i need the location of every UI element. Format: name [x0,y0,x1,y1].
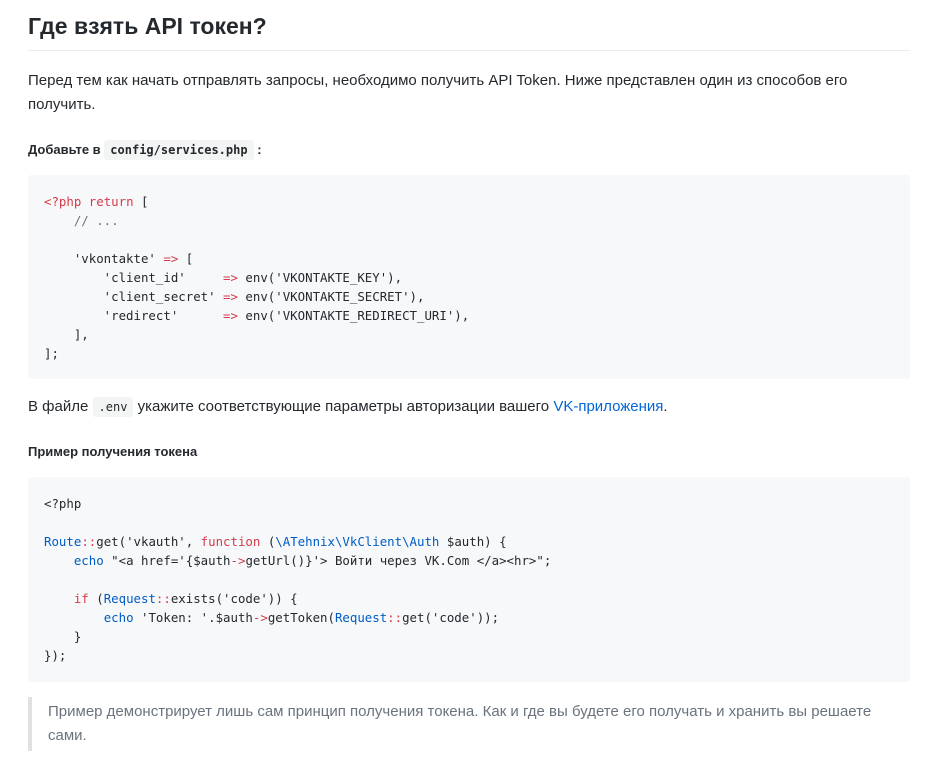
code1-l4a: 'vkontakte' [44,250,156,266]
code1-l8: ], [44,326,89,342]
env-paragraph: В файле .env укажите соответствующие пар… [28,395,910,419]
code2-l3b: :: [81,533,97,549]
code1-l9: ]; [44,345,59,361]
page-title: Где взять API токен? [28,0,910,51]
code1-l1b: return [88,193,134,209]
code2-l7h: get('code')); [402,609,500,625]
code1-l5b: => [223,269,238,285]
code1-l7c: env('VKONTAKTE_REDIRECT_URI'), [237,307,470,323]
code2-l6e: :: [155,590,171,606]
code2-l7c: 'Token: '.$auth [133,609,253,625]
code2-l6d: Request [103,590,156,606]
code2-l8: } [44,628,82,644]
vk-app-link[interactable]: VK-приложения [553,397,664,415]
code1-l4c: [ [185,250,194,266]
code2-l6a [44,591,74,606]
code2-l7a [44,610,104,625]
code2-l7g: :: [387,609,403,625]
code1-l7a: 'redirect' [44,307,224,323]
env-suffix: . [663,397,668,415]
code2-l3e: ( [260,533,276,549]
code1-l6a: 'client_secret' [44,288,224,304]
note-blockquote: Пример демонстрирует лишь сам принцип по… [28,696,910,751]
env-prefix: В файле [28,397,89,415]
example-code-block[interactable]: <?php Route::get('vkauth', function (\AT… [28,476,910,682]
code1-l6c: env('VKONTAKTE_SECRET'), [237,288,425,304]
env-file-code: .env [92,396,134,417]
code1-l5c: env('VKONTAKTE_KEY'), [237,269,403,285]
code2-l4b: echo [73,552,104,568]
code2-l7b: echo [103,609,134,625]
code2-l1: <?php [44,495,82,511]
add-to-suffix: : [257,141,262,157]
code1-l1c: [ [141,193,149,209]
services-code-block[interactable]: <?php return [ // ... 'vkontakte' => [ '… [28,174,910,379]
code1-l4b: => [163,250,179,266]
code2-l7f: Request [334,609,388,625]
code2-l7d: -> [252,609,268,625]
code1-l7b: => [223,307,238,323]
code2-l4e: getUrl()}'> Войти через VK.Com </a><hr>"… [245,552,552,568]
env-middle: укажите соответствующие параметры автори… [137,397,550,415]
code1-l5a: 'client_id' [44,269,224,285]
code2-l6c: ( [88,590,104,606]
code2-l7e: getToken( [267,609,335,625]
code2-l3a: Route [44,533,82,549]
code1-l1a: <?php [44,193,82,209]
code1-l2: // ... [44,212,119,228]
code2-l3f: \ATehnix\VkClient\Auth [275,533,440,549]
code2-l6b: if [73,590,89,606]
code2-l3d: function [200,533,261,549]
add-to-label: Добавьте в config/services.php : [28,139,910,160]
code2-l9: }); [44,647,67,663]
config-file-code: config/services.php [104,139,254,160]
code2-l4d: -> [230,552,246,568]
add-to-prefix: Добавьте в [28,141,101,157]
code2-l3g: $auth) { [439,533,507,549]
code1-l6b: => [223,288,238,304]
intro-paragraph: Перед тем как начать отправлять запросы,… [28,71,848,113]
code2-l6f: exists('code')) { [170,590,298,606]
code2-l4a [44,553,74,568]
code2-l4c: "<a href='{$auth [103,552,231,568]
code2-l3c: get('vkauth', [96,533,201,549]
example-label: Пример получения токена [28,443,198,459]
